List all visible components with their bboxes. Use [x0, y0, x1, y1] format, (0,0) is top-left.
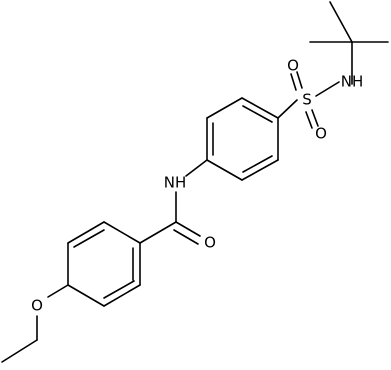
atom-label-sulfur: S	[302, 91, 312, 109]
atom-label-oxygen-sulfonyl-top: O	[287, 57, 299, 75]
upper-benzene-ring	[206, 97, 279, 181]
ethoxy-group	[1, 284, 69, 363]
atom-label-oxygen-sulfonyl-bottom: O	[315, 125, 327, 143]
tert-butyl-group	[309, 1, 389, 85]
atom-label-oxygen-ether: O	[31, 297, 43, 315]
amide-bonds	[139, 159, 208, 245]
atom-label-oxygen-carbonyl: O	[204, 234, 216, 252]
atom-label-sulfonamide-nh: NH	[341, 73, 364, 91]
sulfonamide-bonds	[277, 71, 340, 129]
lower-benzene-ring	[67, 221, 141, 307]
atom-label-amide-nh: NH	[164, 174, 187, 192]
